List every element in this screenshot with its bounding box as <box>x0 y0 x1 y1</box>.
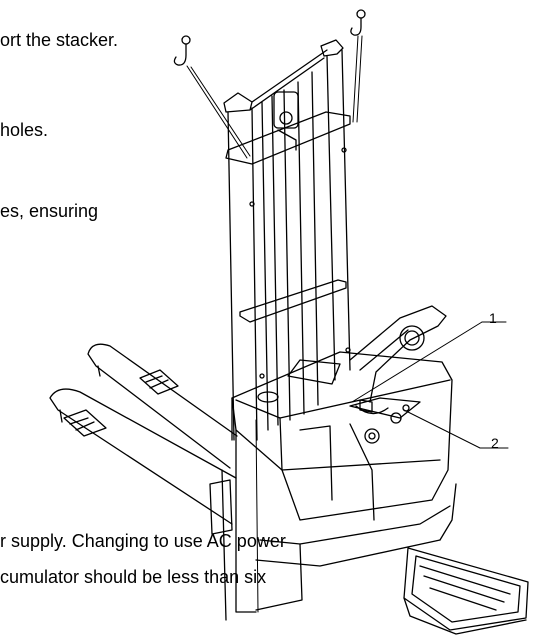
instruction-line-5: cumulator should be less than six <box>0 567 267 587</box>
callout-label-2: 2 <box>491 435 499 451</box>
callout-label-1: 1 <box>489 310 497 326</box>
lifting-hook-icon <box>173 35 191 66</box>
instruction-line-4: r supply. Changing to use AC power <box>0 531 286 551</box>
instruction-line-3: es, ensuring <box>0 201 99 221</box>
instruction-line-1: ort the stacker. <box>0 30 119 50</box>
instruction-line-2: holes. <box>0 120 49 140</box>
lifting-hook-icon <box>350 9 366 36</box>
